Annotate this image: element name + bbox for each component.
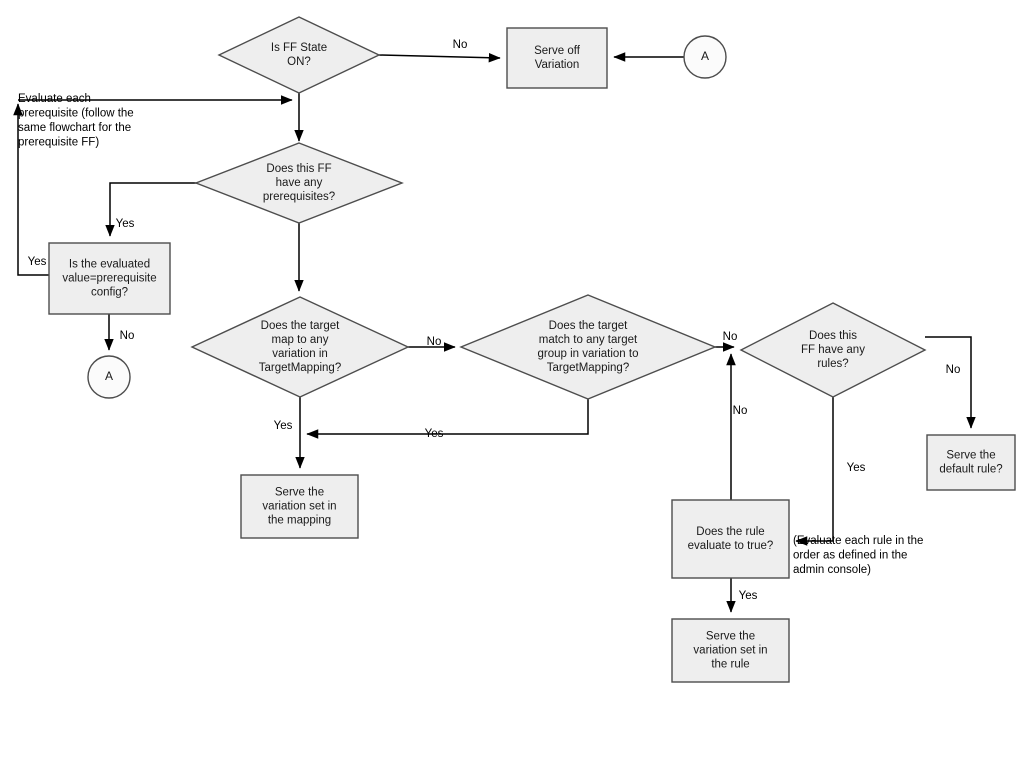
node-label-line: default rule? (939, 464, 1002, 476)
annotation-line: admin console) (793, 564, 871, 576)
label-no-target-map: No (427, 336, 442, 348)
edges-layer (13, 52, 976, 613)
node-label-line: Serve the (946, 450, 995, 462)
annotation-line: order as defined in the (793, 550, 907, 562)
node-label-line: evaluate to true? (688, 540, 774, 552)
decision-shape (739, 302, 927, 398)
edge-rules-no-to-default (925, 336, 976, 429)
edge-rules-yes-down-left (795, 397, 834, 546)
annotation-line: (Evaluate each rule in the (793, 535, 923, 547)
node-label-line: have any (276, 177, 323, 189)
node-label-line: prerequisites? (263, 191, 335, 203)
annotation-line: same flowchart for the (18, 122, 131, 134)
decision-shape (459, 294, 717, 400)
node-does-rule-evaluate-to-true[interactable]: Does the rule evaluate to true? (671, 499, 790, 579)
annotation-evaluate-prerequisite: Evaluate each prerequisite (follow the sam… (18, 93, 134, 149)
label-no-eval-mismatch: No (120, 330, 135, 342)
annotation-line: prerequisite FF) (18, 137, 99, 149)
node-serve-variation-set-in-mapping[interactable]: Serve the variation set in the mapping (240, 474, 359, 539)
node-label-line: Is the evaluated (69, 259, 150, 271)
edge-eval-yes-loop (13, 103, 49, 276)
label-no-rule-false: No (733, 405, 748, 417)
node-label-line: map to any (272, 334, 329, 346)
node-label-line: value=prerequisite (62, 273, 156, 285)
node-label-line: Does the target (549, 320, 628, 332)
decision-shape (194, 142, 404, 224)
label-yes-prerequisites: Yes (116, 218, 135, 230)
node-label-line: TargetMapping? (547, 362, 629, 374)
label-no-target-group: No (723, 331, 738, 343)
label-yes-target-group: Yes (425, 428, 444, 440)
decision-shape (190, 296, 410, 398)
node-does-target-match-target-group[interactable]: Does the target match to any target group … (459, 294, 717, 400)
connector-shape (683, 35, 727, 79)
node-label-line: group in variation to (537, 348, 638, 360)
annotation-evaluate-rule-order: (Evaluate each rule in the order as defin… (793, 535, 923, 576)
node-label-line: Serve off (534, 45, 581, 57)
node-does-target-map-to-variation[interactable]: Does the target map to any variation in Tar… (190, 296, 410, 398)
node-label-line: FF have any (801, 344, 865, 356)
edge-ffstate-to-serveoff (378, 52, 501, 63)
node-does-ff-have-rules[interactable]: Does this FF have any rules? (739, 302, 927, 398)
node-label-line: the mapping (268, 515, 331, 527)
node-label-line: Does the target (261, 320, 340, 332)
process-shape (48, 242, 171, 315)
label-no-has-rules: No (946, 364, 961, 376)
node-connector-a-top[interactable]: A (683, 35, 727, 79)
node-label-line: TargetMapping? (259, 362, 341, 374)
process-shape (671, 618, 790, 683)
process-shape (671, 499, 790, 579)
annotation-line: Evaluate each (18, 93, 91, 105)
node-label-line: rules? (817, 358, 848, 370)
label-yes-rule-true: Yes (739, 590, 758, 602)
node-label-line: Variation (535, 59, 580, 71)
node-label-line: Is FF State (271, 42, 327, 54)
node-label-line: Serve the (706, 631, 755, 643)
node-label-line: the rule (711, 659, 749, 671)
node-label-line: Does this FF (266, 163, 331, 175)
node-label-line: Serve the (275, 487, 324, 499)
node-label-line: variation set in (693, 645, 767, 657)
process-shape (926, 434, 1016, 491)
label-yes-has-rules: Yes (847, 462, 866, 474)
node-label-line: variation set in (262, 501, 336, 513)
node-label-line: variation in (272, 348, 328, 360)
node-connector-a-left[interactable]: A (87, 355, 131, 399)
node-label-line: config? (91, 287, 128, 299)
label-no-ff-state-off: No (453, 39, 468, 51)
node-serve-default-rule[interactable]: Serve the default rule? (926, 434, 1016, 491)
node-label-line: ON? (287, 56, 311, 68)
node-label-line: Does the rule (696, 526, 764, 538)
edge-prereq-yes-left (105, 182, 197, 237)
node-label-line: A (105, 369, 113, 383)
connector-shape (87, 355, 131, 399)
node-serve-variation-set-in-rule[interactable]: Serve the variation set in the rule (671, 618, 790, 683)
label-yes-target-map: Yes (274, 420, 293, 432)
process-shape (240, 474, 359, 539)
node-label-line: A (701, 49, 709, 63)
node-label-line: Does this (809, 330, 857, 342)
node-does-ff-have-prerequisites[interactable]: Does this FF have any prerequisites? (194, 142, 404, 224)
decision-shape (217, 16, 381, 94)
node-label-line: match to any target (539, 334, 638, 346)
node-is-evaluated-value-prerequisite-config[interactable]: Is the evaluated value=prerequisite config… (48, 242, 171, 315)
process-shape (506, 27, 608, 89)
label-yes-eval-matches: Yes (28, 256, 47, 268)
annotations-layer: Evaluate each prerequisite (follow the sam… (18, 93, 923, 576)
edge-targetgroup-yes-left (306, 399, 589, 439)
annotation-line: prerequisite (follow the (18, 108, 134, 120)
